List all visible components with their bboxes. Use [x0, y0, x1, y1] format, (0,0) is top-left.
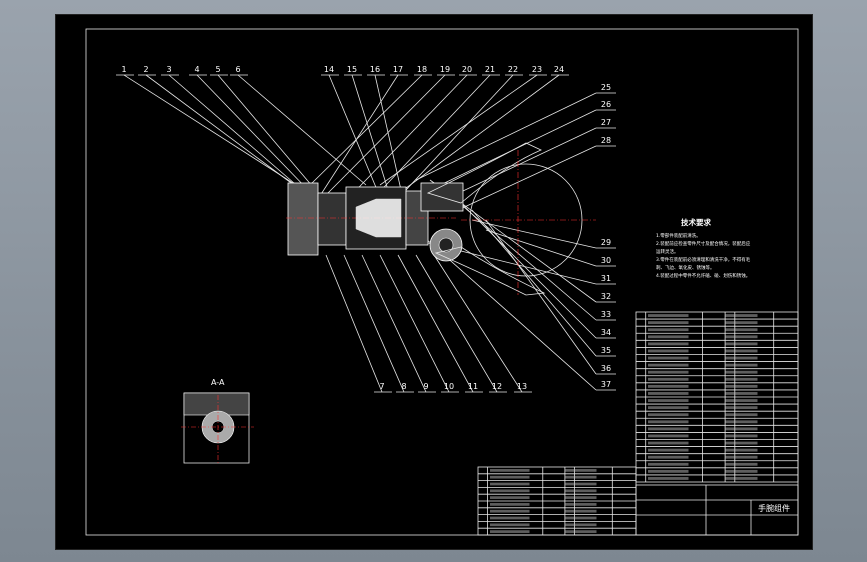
tech-requirement-line: 运转灵活。	[656, 248, 679, 255]
wrist-assembly-section	[286, 142, 596, 296]
part-balloon-top: 2	[143, 65, 148, 74]
part-balloon-right: 34	[601, 328, 611, 337]
part-balloon-right: 25	[601, 83, 611, 92]
part-balloon-bottom: 11	[468, 382, 478, 391]
part-balloon-right: 33	[601, 310, 611, 319]
drawing-frame	[85, 28, 799, 536]
part-balloon-top: 17	[393, 65, 403, 74]
part-balloon-top: 15	[347, 65, 357, 74]
tech-requirement-line: 刺、飞边、氧化皮、锈蚀等。	[656, 264, 715, 271]
section-label: A-A	[211, 378, 225, 387]
part-balloon-bottom: 10	[444, 382, 454, 391]
technical-requirements: 技术要求 1.零部件装配前清洗。 2.装配前应检查零件尺寸及配合情况，装配后应 …	[656, 217, 751, 279]
part-balloon-top: 23	[532, 65, 542, 74]
part-balloon-top: 22	[508, 65, 518, 74]
part-balloon-right: 27	[601, 118, 611, 127]
part-balloon-top: 4	[194, 65, 199, 74]
part-balloon-top: 1	[121, 65, 126, 74]
parts-list-right	[635, 311, 799, 483]
part-balloon-top: 20	[462, 65, 472, 74]
title-block-name: 手腕组件	[758, 503, 790, 513]
leader-lines	[116, 74, 616, 393]
tech-requirement-line: 1.零部件装配前清洗。	[656, 232, 701, 239]
part-balloon-right: 30	[601, 256, 611, 265]
part-balloon-top: 16	[370, 65, 380, 74]
part-balloon-bottom: 9	[423, 382, 428, 391]
part-balloon-right: 37	[601, 380, 611, 389]
parts-list-bottom	[477, 466, 637, 536]
tech-requirements-title: 技术要求	[681, 217, 711, 227]
part-balloon-right: 29	[601, 238, 611, 247]
part-balloon-right: 31	[601, 274, 611, 283]
part-balloon-top: 3	[166, 65, 171, 74]
part-balloon-right: 36	[601, 364, 611, 373]
part-balloon-right: 28	[601, 136, 611, 145]
section-view-a-a: A-A	[181, 378, 254, 465]
part-balloon-bottom: 12	[492, 382, 502, 391]
part-balloon-top: 6	[235, 65, 240, 74]
part-balloon-bottom: 13	[517, 382, 527, 391]
part-balloon-top: 24	[554, 65, 564, 74]
part-balloon-top: 18	[417, 65, 427, 74]
part-balloon-bottom: 8	[401, 382, 406, 391]
part-balloon-top: 14	[324, 65, 334, 74]
part-balloon-right: 32	[601, 292, 611, 301]
part-balloon-top: 5	[215, 65, 220, 74]
cad-drawing: A-A 技术要求 1.零部件装配前清洗。 2.装配前应检查零件尺寸及配合情况，装…	[85, 28, 799, 536]
title-block: 手腕组件	[635, 484, 799, 536]
tech-requirement-line: 4.装配过程中零件不允许磕、碰、划伤和锈蚀。	[656, 272, 750, 279]
part-balloon-right: 35	[601, 346, 611, 355]
drawing-sheet: A-A 技术要求 1.零部件装配前清洗。 2.装配前应检查零件尺寸及配合情况，装…	[55, 14, 813, 550]
part-balloon-top: 21	[485, 65, 495, 74]
tech-requirement-line: 2.装配前应检查零件尺寸及配合情况，装配后应	[656, 240, 751, 247]
part-balloon-right: 26	[601, 100, 611, 109]
tech-requirement-line: 3.零件在装配前必须清理和清洗干净，不得有毛	[656, 256, 751, 263]
part-balloon-top: 19	[440, 65, 450, 74]
part-balloon-bottom: 7	[379, 382, 384, 391]
